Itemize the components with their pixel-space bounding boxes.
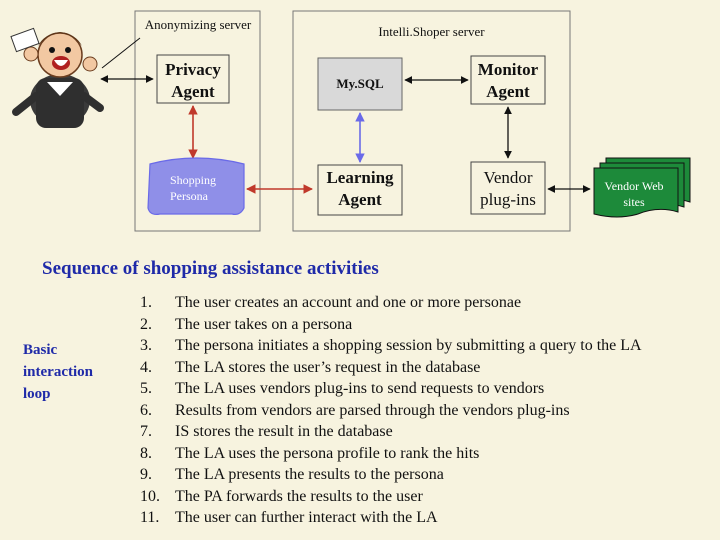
step-text: The user takes on a persona — [175, 315, 353, 333]
learning-agent-box — [317, 164, 403, 216]
step-text: The LA uses the persona profile to rank … — [175, 444, 480, 462]
architecture-diagram — [10, 10, 691, 232]
step-number: 9. — [140, 466, 152, 483]
shopping-persona-label: Shopping Persona — [170, 173, 217, 203]
vendor-websites-stack — [593, 157, 691, 218]
step-item: 8. The LA uses the persona profile to ran… — [140, 443, 642, 465]
step-item: 7. IS stores the result in the database — [140, 421, 642, 443]
basic-interaction-loop-label: Basic interaction loop — [23, 342, 93, 402]
step-number: 1. — [140, 294, 152, 311]
step-item: 6. Results from vendors are parsed throug… — [140, 400, 642, 422]
vendor-plugins-label: Vendor plug-ins — [480, 168, 536, 209]
step-text: The LA presents the results to the perso… — [175, 466, 444, 483]
step-item: 2. The user takes on a persona — [140, 314, 642, 336]
step-number: 11. — [140, 509, 160, 526]
privacy-agent-box — [156, 54, 230, 104]
step-item: 1. The user creates an account and one or… — [140, 292, 642, 314]
shopping-persona-shape — [147, 157, 245, 215]
privacy-agent-label: Privacy Agent — [165, 60, 221, 101]
step-number: 8. — [140, 444, 152, 462]
step-text: The PA forwards the results to the user — [175, 487, 423, 505]
step-text: The persona initiates a shopping session… — [175, 337, 642, 354]
step-number: 2. — [140, 315, 152, 333]
step-item: 5. The LA uses vendors plug-ins to send r… — [140, 378, 642, 400]
step-item: 3. The persona initiates a shopping sessi… — [140, 335, 642, 357]
step-number: 3. — [140, 337, 152, 354]
monitor-agent-label: Monitor Agent — [477, 60, 539, 101]
anonymizing-server-frame — [134, 10, 261, 232]
vendor-websites-label: Vendor Web sites — [604, 179, 664, 209]
intellishoper-server-frame — [292, 10, 571, 232]
step-number: 7. — [140, 423, 152, 440]
vendor-plugins-box — [470, 161, 546, 215]
step-text: Results from vendors are parsed through … — [175, 401, 570, 419]
step-text: The LA uses vendors plug-ins to send req… — [175, 380, 545, 397]
monitor-agent-box — [470, 55, 546, 105]
anonymizing-server-label: Anonymizing server — [144, 17, 252, 32]
learning-agent-label: Learning Agent — [326, 168, 394, 209]
step-item: 4. The LA stores the user’s request in th… — [140, 357, 642, 379]
step-text: The user can further interact with the L… — [175, 509, 438, 526]
cartoon-shopper-icon — [10, 27, 104, 128]
section-heading: Sequence of shopping assistance activiti… — [42, 258, 379, 279]
step-item: 11. The user can further interact with th… — [140, 507, 642, 529]
step-item: 10. The PA forwards the results to the us… — [140, 486, 642, 508]
step-item: 9. The LA presents the results to the per… — [140, 464, 642, 486]
mysql-box — [317, 57, 403, 111]
mysql-label: My.SQL — [336, 76, 384, 91]
intellishoper-server-label: Intelli.Shoper server — [378, 24, 485, 39]
step-number: 4. — [140, 358, 152, 376]
step-number: 5. — [140, 380, 152, 397]
step-number: 10. — [140, 487, 160, 505]
steps-list: 1. The user creates an account and one or… — [140, 292, 642, 529]
step-text: IS stores the result in the database — [175, 423, 393, 440]
step-text: The user creates an account and one or m… — [175, 294, 522, 311]
step-number: 6. — [140, 401, 152, 419]
step-text: The LA stores the user’s request in the … — [175, 358, 481, 376]
